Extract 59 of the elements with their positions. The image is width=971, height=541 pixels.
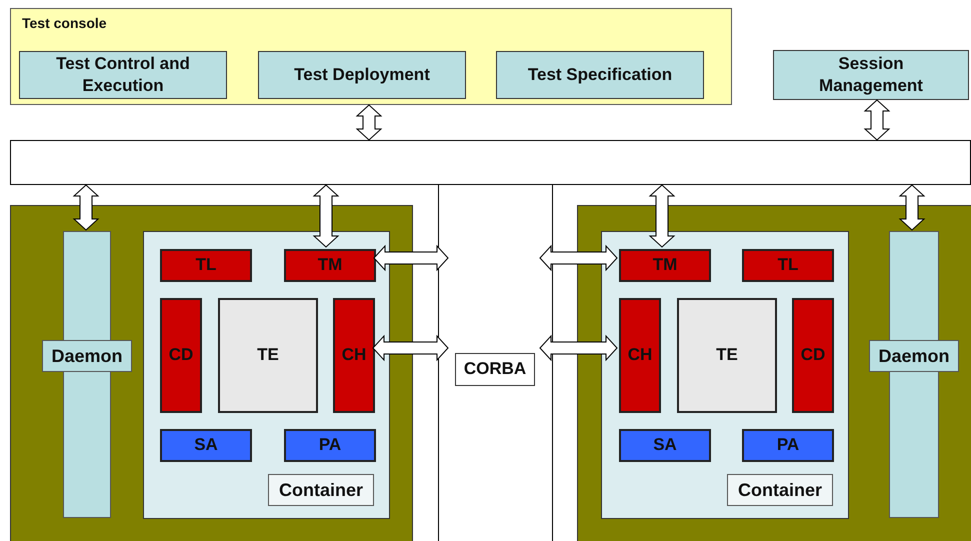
double-arrow [372, 334, 449, 362]
double-arrow [72, 184, 100, 231]
bus-label [455, 353, 535, 386]
box-text: Test Specification [528, 64, 672, 86]
bus-bar [10, 140, 971, 185]
box-text: CH [342, 344, 366, 366]
box-text: CH [628, 344, 652, 366]
double-arrow [539, 244, 618, 272]
panel-title: Test console [22, 15, 107, 31]
box-text: Test Control and Execution [55, 52, 191, 97]
box-text: TM [318, 254, 342, 276]
box-text: TE [716, 344, 738, 366]
container-label: Container [268, 474, 374, 506]
daemon-label: Daemon [42, 340, 132, 372]
component-box [619, 249, 711, 282]
box-text: TE [257, 344, 279, 366]
component-box [160, 298, 202, 413]
double-arrow [373, 244, 449, 272]
box [10, 8, 732, 105]
box-text: CD [800, 344, 826, 366]
component-box [284, 249, 376, 282]
component-box [742, 249, 834, 282]
process-box [19, 51, 227, 99]
double-arrow [356, 104, 382, 141]
box-text: CORBA [464, 358, 526, 380]
box-text: TL [196, 254, 216, 276]
component-box [677, 298, 777, 413]
box-text: PA [776, 434, 800, 456]
box-text: TM [652, 254, 678, 276]
component-box [792, 298, 834, 413]
process-box [773, 50, 969, 100]
box-text: PA [318, 434, 342, 456]
host-block [577, 205, 971, 541]
box-text: Session Management [818, 52, 924, 97]
box-text: CD [168, 344, 194, 366]
process-box [496, 51, 704, 99]
component-box [619, 429, 711, 462]
process-box [258, 51, 466, 99]
container-block [601, 231, 849, 519]
component-box [742, 429, 834, 462]
component-box [619, 298, 661, 413]
double-arrow [539, 334, 618, 362]
host-block [10, 205, 413, 541]
container-block [143, 231, 390, 519]
component-box [333, 298, 375, 413]
double-arrow [898, 184, 926, 231]
component-box [160, 249, 252, 282]
component-box [218, 298, 318, 413]
box-text: SA [653, 434, 677, 456]
component-box [160, 429, 252, 462]
container-label: Container [727, 474, 833, 506]
double-arrow [864, 99, 890, 141]
box-text: TL [778, 254, 798, 276]
double-arrow [312, 184, 340, 248]
component-box [284, 429, 376, 462]
box-text: SA [194, 434, 218, 456]
daemon-label: Daemon [869, 340, 959, 372]
box-text: Test Deployment [294, 64, 430, 86]
double-arrow [648, 184, 676, 248]
